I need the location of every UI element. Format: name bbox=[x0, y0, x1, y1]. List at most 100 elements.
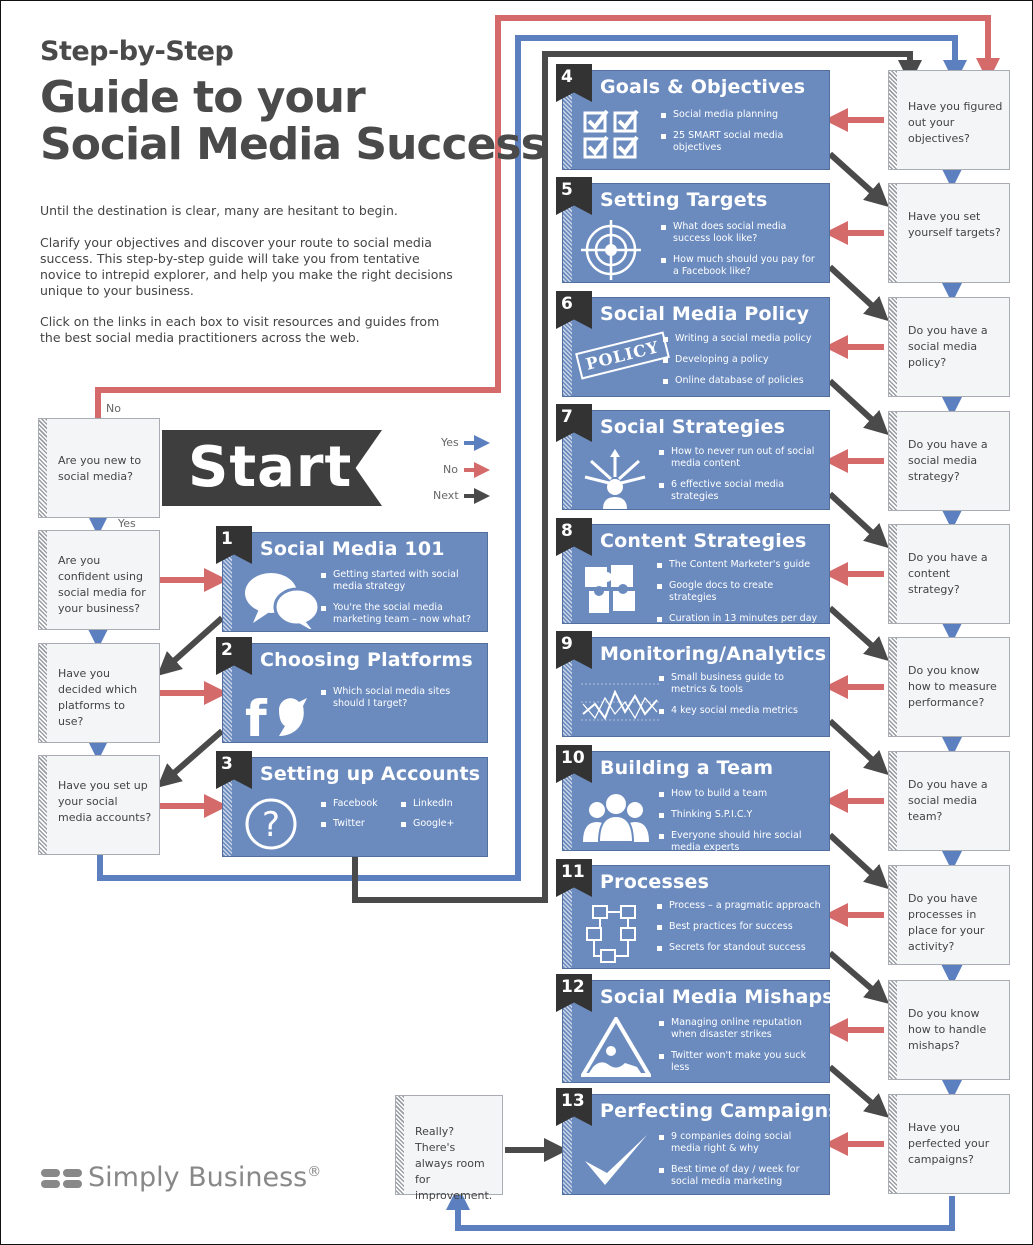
resource-link[interactable]: Google docs to create strategies bbox=[655, 580, 821, 604]
step-title: Setting Targets bbox=[600, 189, 768, 211]
no-connector-top bbox=[95, 15, 1000, 418]
question-box-right-4: Have you figured out your objectives? bbox=[888, 70, 1010, 170]
question-icon: ? bbox=[241, 794, 301, 858]
resource-link[interactable]: Best practices for success bbox=[655, 921, 821, 933]
resource-link[interactable]: What does social media success look like… bbox=[659, 221, 821, 245]
resource-link[interactable]: Getting started with social media strate… bbox=[319, 569, 479, 593]
question-box-left-3: Have you decided which platforms to use? bbox=[38, 643, 160, 743]
hatch-edge bbox=[889, 412, 897, 510]
step-title: Processes bbox=[600, 871, 710, 893]
resource-link[interactable]: How much should you pay for a Facebook l… bbox=[659, 254, 821, 278]
line-graph-icon bbox=[581, 674, 661, 734]
resource-link[interactable]: 6 effective social media strategies bbox=[657, 479, 821, 503]
question-box-right-7: Do you have a social media strategy? bbox=[888, 411, 1010, 511]
question-box-right-6: Do you have a social media policy? bbox=[888, 297, 1010, 397]
step-number: 5 bbox=[556, 177, 592, 215]
next-arrow-right-2 bbox=[827, 264, 889, 322]
next-arrow-right-5 bbox=[827, 605, 889, 662]
resource-link[interactable]: Twitter bbox=[319, 818, 399, 830]
flowchart-icon bbox=[581, 902, 651, 970]
resource-link[interactable]: How to never run out of social media con… bbox=[657, 446, 821, 470]
question-box-right-10-text: Do you have a social media team? bbox=[908, 778, 988, 823]
resource-link[interactable]: Best time of day / week for social media… bbox=[657, 1164, 821, 1188]
resource-link[interactable]: Small business guide to metrics & tools bbox=[657, 672, 821, 696]
brand-name: Simply Business bbox=[88, 1162, 308, 1193]
step-number: 6 bbox=[556, 291, 592, 329]
hatch-edge bbox=[889, 981, 897, 1079]
page-title: Guide to your Social Media Success bbox=[40, 72, 547, 168]
hatch-edge bbox=[889, 638, 897, 736]
legend-yes: Yes bbox=[441, 436, 459, 449]
hatch-edge bbox=[563, 411, 572, 509]
resource-link[interactable]: Everyone should hire social media expert… bbox=[657, 830, 821, 854]
resource-link[interactable]: Secrets for standout success bbox=[655, 942, 821, 954]
resource-link[interactable]: Developing a policy bbox=[661, 354, 821, 366]
next-arrow-right-7 bbox=[827, 832, 889, 890]
facebook-twitter-icon: f bbox=[241, 680, 321, 748]
resource-link[interactable]: The Content Marketer's guide bbox=[655, 559, 821, 571]
resource-link[interactable]: LinkedIn bbox=[399, 798, 479, 810]
resource-link[interactable]: Which social media sites should I target… bbox=[319, 686, 479, 710]
resource-link[interactable]: Thinking S.P.I.C.Y bbox=[657, 809, 821, 821]
step-title: Social Media 101 bbox=[260, 538, 445, 560]
question-box-left-4-text: Have you set up your social media accoun… bbox=[58, 779, 152, 824]
legend-no: No bbox=[443, 463, 458, 476]
resource-link[interactable]: 9 companies doing social media right & w… bbox=[657, 1131, 821, 1155]
puzzle-icon bbox=[581, 561, 645, 625]
step-number: 2 bbox=[216, 637, 252, 675]
hatch-edge bbox=[563, 866, 572, 968]
question-box-left-2: Are you confident using social media for… bbox=[38, 530, 160, 630]
yes-connector-left bbox=[97, 35, 967, 881]
step-number: 4 bbox=[556, 64, 592, 102]
step-links: Small business guide to metrics & tools 4… bbox=[657, 672, 821, 726]
hatch-edge bbox=[563, 981, 572, 1082]
title-line1: Guide to your bbox=[40, 72, 366, 123]
question-box-right-7-text: Do you have a social media strategy? bbox=[908, 438, 988, 483]
hatch-edge bbox=[889, 752, 897, 850]
step-title: Monitoring/Analytics bbox=[600, 643, 827, 665]
question-box-right-12-text: Do you know how to handle mishaps? bbox=[908, 1007, 987, 1052]
resource-link[interactable]: Writing a social media policy bbox=[661, 333, 821, 345]
resource-link[interactable]: 25 SMART social media objectives bbox=[659, 130, 821, 154]
checkboxes-icon bbox=[581, 107, 651, 171]
resource-link[interactable]: Curation in 13 minutes per day bbox=[655, 613, 821, 625]
resource-link[interactable]: You're the social media marketing team –… bbox=[319, 602, 479, 626]
target-icon bbox=[581, 220, 641, 284]
hatch-edge bbox=[223, 644, 232, 742]
hatch-edge bbox=[39, 644, 47, 742]
resource-link[interactable]: Managing online reputation when disaster… bbox=[657, 1017, 821, 1041]
question-box-right-13: Have you perfected your campaigns? bbox=[888, 1094, 1010, 1194]
step-links: What does social media success look like… bbox=[659, 221, 821, 287]
question-box-right-10: Do you have a social media team? bbox=[888, 751, 1010, 851]
intro-p3: Click on the links in each box to visit … bbox=[40, 314, 440, 345]
legend-next-label: Next bbox=[433, 489, 459, 502]
hatch-edge bbox=[39, 531, 47, 629]
resource-link[interactable]: How to build a team bbox=[657, 788, 821, 800]
resource-link[interactable]: Twitter won't make you suck less bbox=[657, 1050, 821, 1074]
hatch-edge bbox=[563, 1095, 572, 1194]
hatch-edge bbox=[889, 184, 897, 282]
resource-link[interactable]: Facebook bbox=[319, 798, 399, 810]
next-arrow-right-1 bbox=[827, 151, 889, 208]
step-number: 8 bbox=[556, 518, 592, 556]
svg-text:f: f bbox=[245, 690, 268, 740]
question-box-left-4: Have you set up your social media accoun… bbox=[38, 755, 160, 855]
brand-logo[interactable]: Simply Business® bbox=[40, 1162, 321, 1193]
resource-link[interactable]: Social media planning bbox=[659, 109, 821, 121]
resource-link[interactable]: Online database of policies bbox=[661, 375, 821, 387]
resource-link[interactable]: 4 key social media metrics bbox=[657, 705, 821, 717]
simply-business-logo-icon bbox=[41, 1168, 82, 1188]
hatch-edge bbox=[223, 533, 232, 631]
resource-link[interactable]: Customer relations fiascos bbox=[657, 1083, 821, 1095]
step-links: How to never run out of social media con… bbox=[657, 446, 821, 512]
resource-link[interactable]: Google+ bbox=[399, 818, 479, 830]
intro-p1: Until the destination is clear, many are… bbox=[40, 203, 398, 218]
checkmark-icon bbox=[581, 1131, 651, 1195]
legend-no-label: No bbox=[443, 463, 458, 476]
hatch-edge bbox=[563, 638, 572, 736]
hatch-edge bbox=[563, 752, 572, 850]
resource-link[interactable]: Process – a pragmatic approach bbox=[655, 900, 821, 912]
hatch-edge bbox=[889, 525, 897, 623]
